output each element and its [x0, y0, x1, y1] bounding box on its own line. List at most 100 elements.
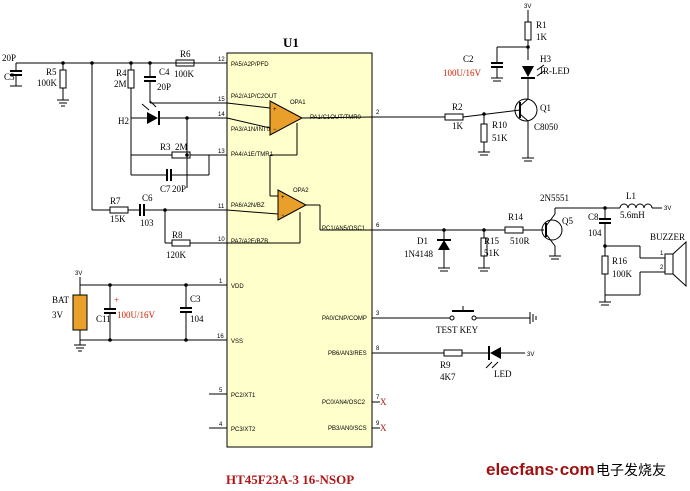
buzzer-pin2: 2: [660, 265, 664, 271]
r16-ref: R16: [612, 256, 628, 266]
pin-name: PC3/XT2: [231, 427, 256, 433]
pin-num: 13: [218, 149, 225, 155]
c5-ref: C5: [4, 72, 15, 82]
l1-ref: L1: [626, 191, 636, 201]
c3-value: 104: [190, 314, 204, 324]
r8-resistor: R8 120K: [164, 210, 209, 260]
h2-ref: H2: [118, 116, 129, 126]
c6-ref: C6: [142, 193, 153, 203]
r3-value: 2M: [175, 142, 188, 152]
q5-ref: Q5: [562, 216, 573, 226]
test-key-switch: TEST KEY: [390, 306, 537, 335]
q1-value: C8050: [534, 122, 559, 132]
r8-value: 120K: [166, 250, 187, 260]
r8-ref: R8: [172, 230, 183, 240]
c7-value: 20P: [172, 184, 186, 194]
test-key-label: TEST KEY: [436, 325, 479, 335]
r3-label: R3: [160, 142, 171, 152]
r6-resistor: R6 100K: [174, 49, 195, 79]
c6-value: 103: [140, 218, 154, 228]
pin-name: PC2/XT1: [231, 393, 256, 399]
r5-resistor: R5 100K: [37, 63, 69, 107]
r2-resistor: R2 1K: [390, 102, 521, 131]
pin-num: 2: [376, 110, 380, 116]
r5-value: 100K: [37, 78, 58, 88]
d1-value: 1N4148: [404, 249, 433, 259]
r9-resistor: R9 4K7: [390, 349, 488, 382]
opamp2-symbol: [277, 189, 308, 221]
r7-ref: R7: [110, 196, 121, 206]
q1-ref: Q1: [540, 103, 551, 113]
r1-rail-label: 3V: [524, 4, 531, 10]
led-indicator: LED 3V: [485, 346, 534, 379]
pin-num: 12: [218, 57, 225, 63]
r2-value: 1K: [452, 121, 464, 131]
r4-value: 2M: [114, 79, 127, 89]
nc-mark: X: [380, 423, 387, 433]
buzzer-speaker: 1 2 BUZZER: [650, 232, 687, 288]
bat-rail-label: 3V: [75, 271, 82, 277]
pin-name: PA3/A1N/INT0: [231, 127, 271, 133]
opamp2-label: OPA2: [293, 188, 309, 194]
chip-pins-left: 12 PA5/A2P/PFD 15 PA2/A1P/C2OUT 14 PA3/A…: [209, 57, 277, 433]
c11-capacitor: + C11 100U/16V: [96, 285, 156, 340]
pin-num: 5: [219, 388, 223, 394]
buzzer-ref: BUZZER: [650, 232, 685, 242]
r15-resistor: R15 51K: [478, 230, 500, 272]
pin-name: PC1/AN5/OSC1: [322, 226, 366, 232]
pin-name: PA6/A2N/BZ: [231, 203, 265, 209]
pin-name: PA2/A1P/C2OUT: [231, 94, 277, 100]
pin-num: 14: [218, 112, 225, 118]
nc-mark: X: [380, 397, 387, 407]
h3-value: IR-LED: [540, 66, 570, 76]
r14-resistor: R14 510R: [504, 212, 544, 246]
c7-ref: C7: [160, 184, 171, 194]
c5-value: 20P: [2, 53, 16, 63]
watermark-cn: 电子发烧友: [596, 463, 666, 479]
l1-value: 5.6mH: [620, 210, 645, 220]
h3-ir-led: H3 IR-LED: [521, 54, 570, 96]
l1-inductor: L1 5.6mH 3V: [619, 191, 671, 220]
q5-type: 2N5551: [540, 193, 569, 203]
c4-capacitor: C4 20P: [144, 63, 209, 104]
buzzer-pin1: 1: [660, 251, 664, 257]
r5-ref: R5: [46, 67, 57, 77]
d1-ref: D1: [417, 236, 428, 246]
c3-capacitor: C3 104: [180, 285, 204, 340]
h3-ref: H3: [540, 54, 551, 64]
pin-name: VDD: [231, 284, 244, 290]
r4-ref: R4: [116, 68, 127, 78]
r10-ref: R10: [492, 120, 508, 130]
pin-num: 7: [376, 395, 380, 401]
opamp-plus: +: [273, 107, 277, 113]
pin-num: 4: [219, 422, 223, 428]
r1-ref: R1: [536, 20, 547, 30]
c11-ref: C11: [96, 314, 111, 324]
pin-name: PA5/A2P/PFD: [231, 62, 269, 68]
c8-value: 104: [588, 228, 602, 238]
r16-value: 100K: [612, 269, 633, 279]
pin-num: 10: [218, 237, 225, 243]
chip-body: [226, 52, 373, 448]
r14-ref: R14: [508, 212, 524, 222]
pin-name: PB6/AN3/RES: [328, 351, 367, 357]
opamp-minus: −: [281, 213, 285, 219]
c11-value: 100U/16V: [117, 310, 156, 320]
l1-rail-label: 3V: [664, 206, 671, 212]
pin-num: 8: [376, 346, 380, 352]
polarity-plus: +: [114, 295, 119, 305]
h2-photodiode: H2: [118, 100, 209, 126]
q1-transistor: Q1 C8050: [514, 96, 559, 162]
r7-resistor: R7 15K: [92, 196, 139, 224]
led-rail-label: 3V: [527, 352, 534, 358]
r16-resistor: R16 100K: [599, 255, 640, 306]
pin-num: 15: [218, 97, 225, 103]
c6-capacitor: C6 103: [139, 193, 209, 228]
opamp-plus: +: [281, 195, 285, 201]
opamp1-label: OPA1: [290, 100, 306, 106]
chip-part-number: HT45F23A-3 16-NSOP: [226, 472, 354, 487]
pin-num: 11: [218, 204, 225, 210]
pin-name: PA4/A1E/TMR1: [231, 152, 274, 158]
opamp1-symbol: [269, 100, 304, 136]
r15-ref: R15: [484, 236, 500, 246]
